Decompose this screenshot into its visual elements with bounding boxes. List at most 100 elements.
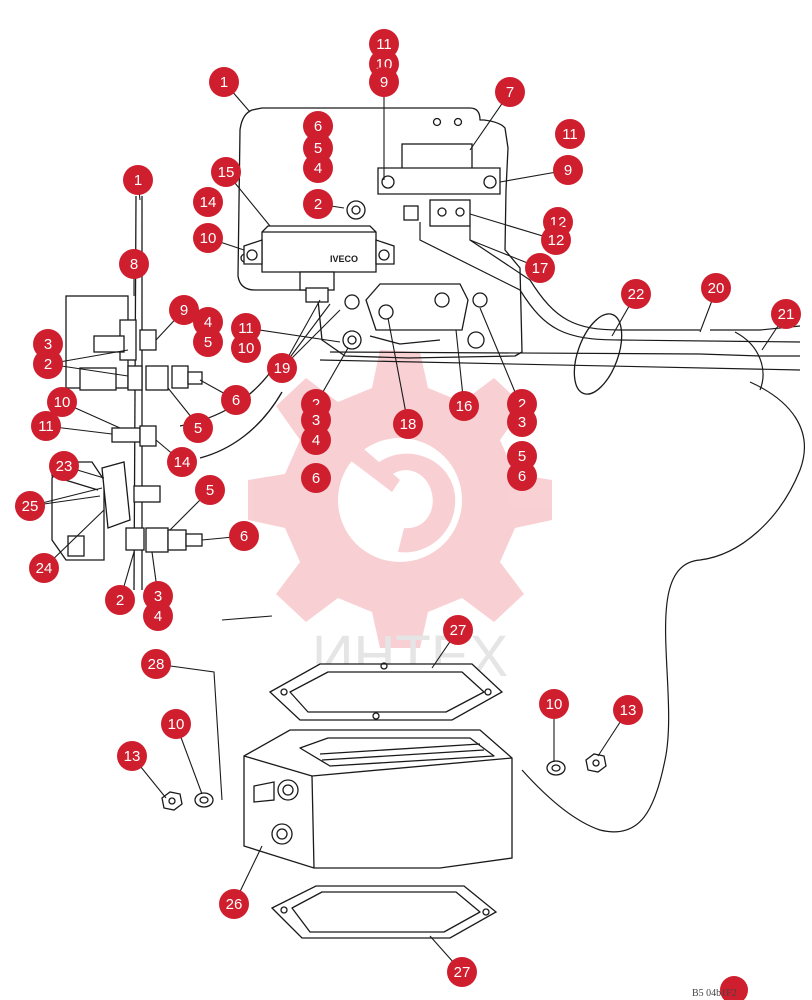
callout-label: 2 [116,592,124,609]
callout-circle [117,741,147,771]
callout-label: 10 [238,340,255,357]
callout-9: 9 [169,295,199,325]
callout-circle [303,189,333,219]
callout-label: 13 [124,748,141,765]
callout-circle [161,709,191,739]
callout-10: 10 [231,333,261,363]
callout-14: 14 [167,447,197,477]
callout-label: 14 [174,454,191,471]
callout-label: 12 [548,232,565,249]
callout-24: 24 [29,553,59,583]
callout-circle [449,391,479,421]
callout-circle [123,165,153,195]
callout-circle [301,463,331,493]
callout-label: 7 [506,84,514,101]
callout-6: 6 [303,111,333,141]
control-module-housing [243,729,513,869]
callout-16: 16 [449,391,479,421]
callout-6: 6 [301,463,331,493]
callout-label: 6 [312,470,320,487]
side-bracket-assembly [51,195,283,591]
iveco-logo: IVECO [330,254,358,264]
callout-circle [525,253,555,283]
callout-circle [195,475,225,505]
callout-label: 3 [312,412,320,429]
callout-label: 2 [314,196,322,213]
callout-circle [541,225,571,255]
callout-label: 14 [200,194,217,211]
callout-label: 27 [454,964,471,981]
callout-circle [193,327,223,357]
callout-4: 4 [303,153,333,183]
callout-label: 2 [312,396,320,413]
callout-label: 5 [206,482,214,499]
callout-circle [229,521,259,551]
callout-2: 2 [303,189,333,219]
callout-label: 15 [218,164,235,181]
callout-6: 6 [221,385,251,415]
callout-26: 26 [219,889,249,919]
callout-circle [183,413,213,443]
callout-21: 21 [771,299,801,329]
callout-label: 11 [562,126,578,143]
callout-23: 23 [49,451,79,481]
callout-20: 20 [701,273,731,303]
callout-circle [105,585,135,615]
callout-27: 27 [443,615,473,645]
callout-label: 27 [450,622,467,639]
callout-label: 16 [456,398,473,415]
callout-10: 10 [193,223,223,253]
callout-15: 15 [211,157,241,187]
callout-circle [771,299,801,329]
callout-label: 5 [518,448,526,465]
callout-label: 24 [36,560,53,577]
callout-circle [539,689,569,719]
callout-label: 20 [708,280,725,297]
callout-label: 5 [314,140,322,157]
callout-27: 27 [447,957,477,987]
callout-circle [193,187,223,217]
callout-label: 2 [518,396,526,413]
callout-1: 1 [123,165,153,195]
callout-circle [301,425,331,455]
intex-watermark: ИНТЕХ [248,350,552,689]
callout-28: 28 [141,649,171,679]
callout-circle [31,411,61,441]
callout-22: 22 [621,279,651,309]
callout-label: 17 [532,260,549,277]
callout-label: 5 [194,420,202,437]
washer-right [546,760,566,776]
callout-6: 6 [507,461,537,491]
callout-label: 11 [376,36,392,53]
relay [377,143,501,227]
washer-left [194,792,214,808]
callout-label: 6 [314,118,322,135]
wire-harness [319,222,805,833]
callout-circle [141,649,171,679]
callout-circle [621,279,651,309]
callout-label: 19 [274,360,291,377]
callout-circle [209,67,239,97]
callout-label: 26 [226,896,243,913]
callout-label: 9 [564,162,572,179]
callout-label: 23 [56,458,73,475]
electronic-control-unit: IVECO [243,225,395,303]
callout-label: 4 [312,432,320,449]
callout-10: 10 [47,387,77,417]
callout-label: 21 [778,306,795,323]
callout-circle [167,447,197,477]
callout-label: 11 [238,320,254,337]
callout-label: 13 [620,702,637,719]
callout-circle [555,119,585,149]
callout-label: 6 [240,528,248,545]
callout-circle [211,157,241,187]
callout-18: 18 [393,409,423,439]
gasket-lower [270,885,498,939]
callout-label: 6 [518,468,526,485]
callout-17: 17 [525,253,555,283]
nut-left [161,791,183,811]
callout-circle [143,601,173,631]
callout-4: 4 [143,601,173,631]
callout-1: 1 [209,67,239,97]
